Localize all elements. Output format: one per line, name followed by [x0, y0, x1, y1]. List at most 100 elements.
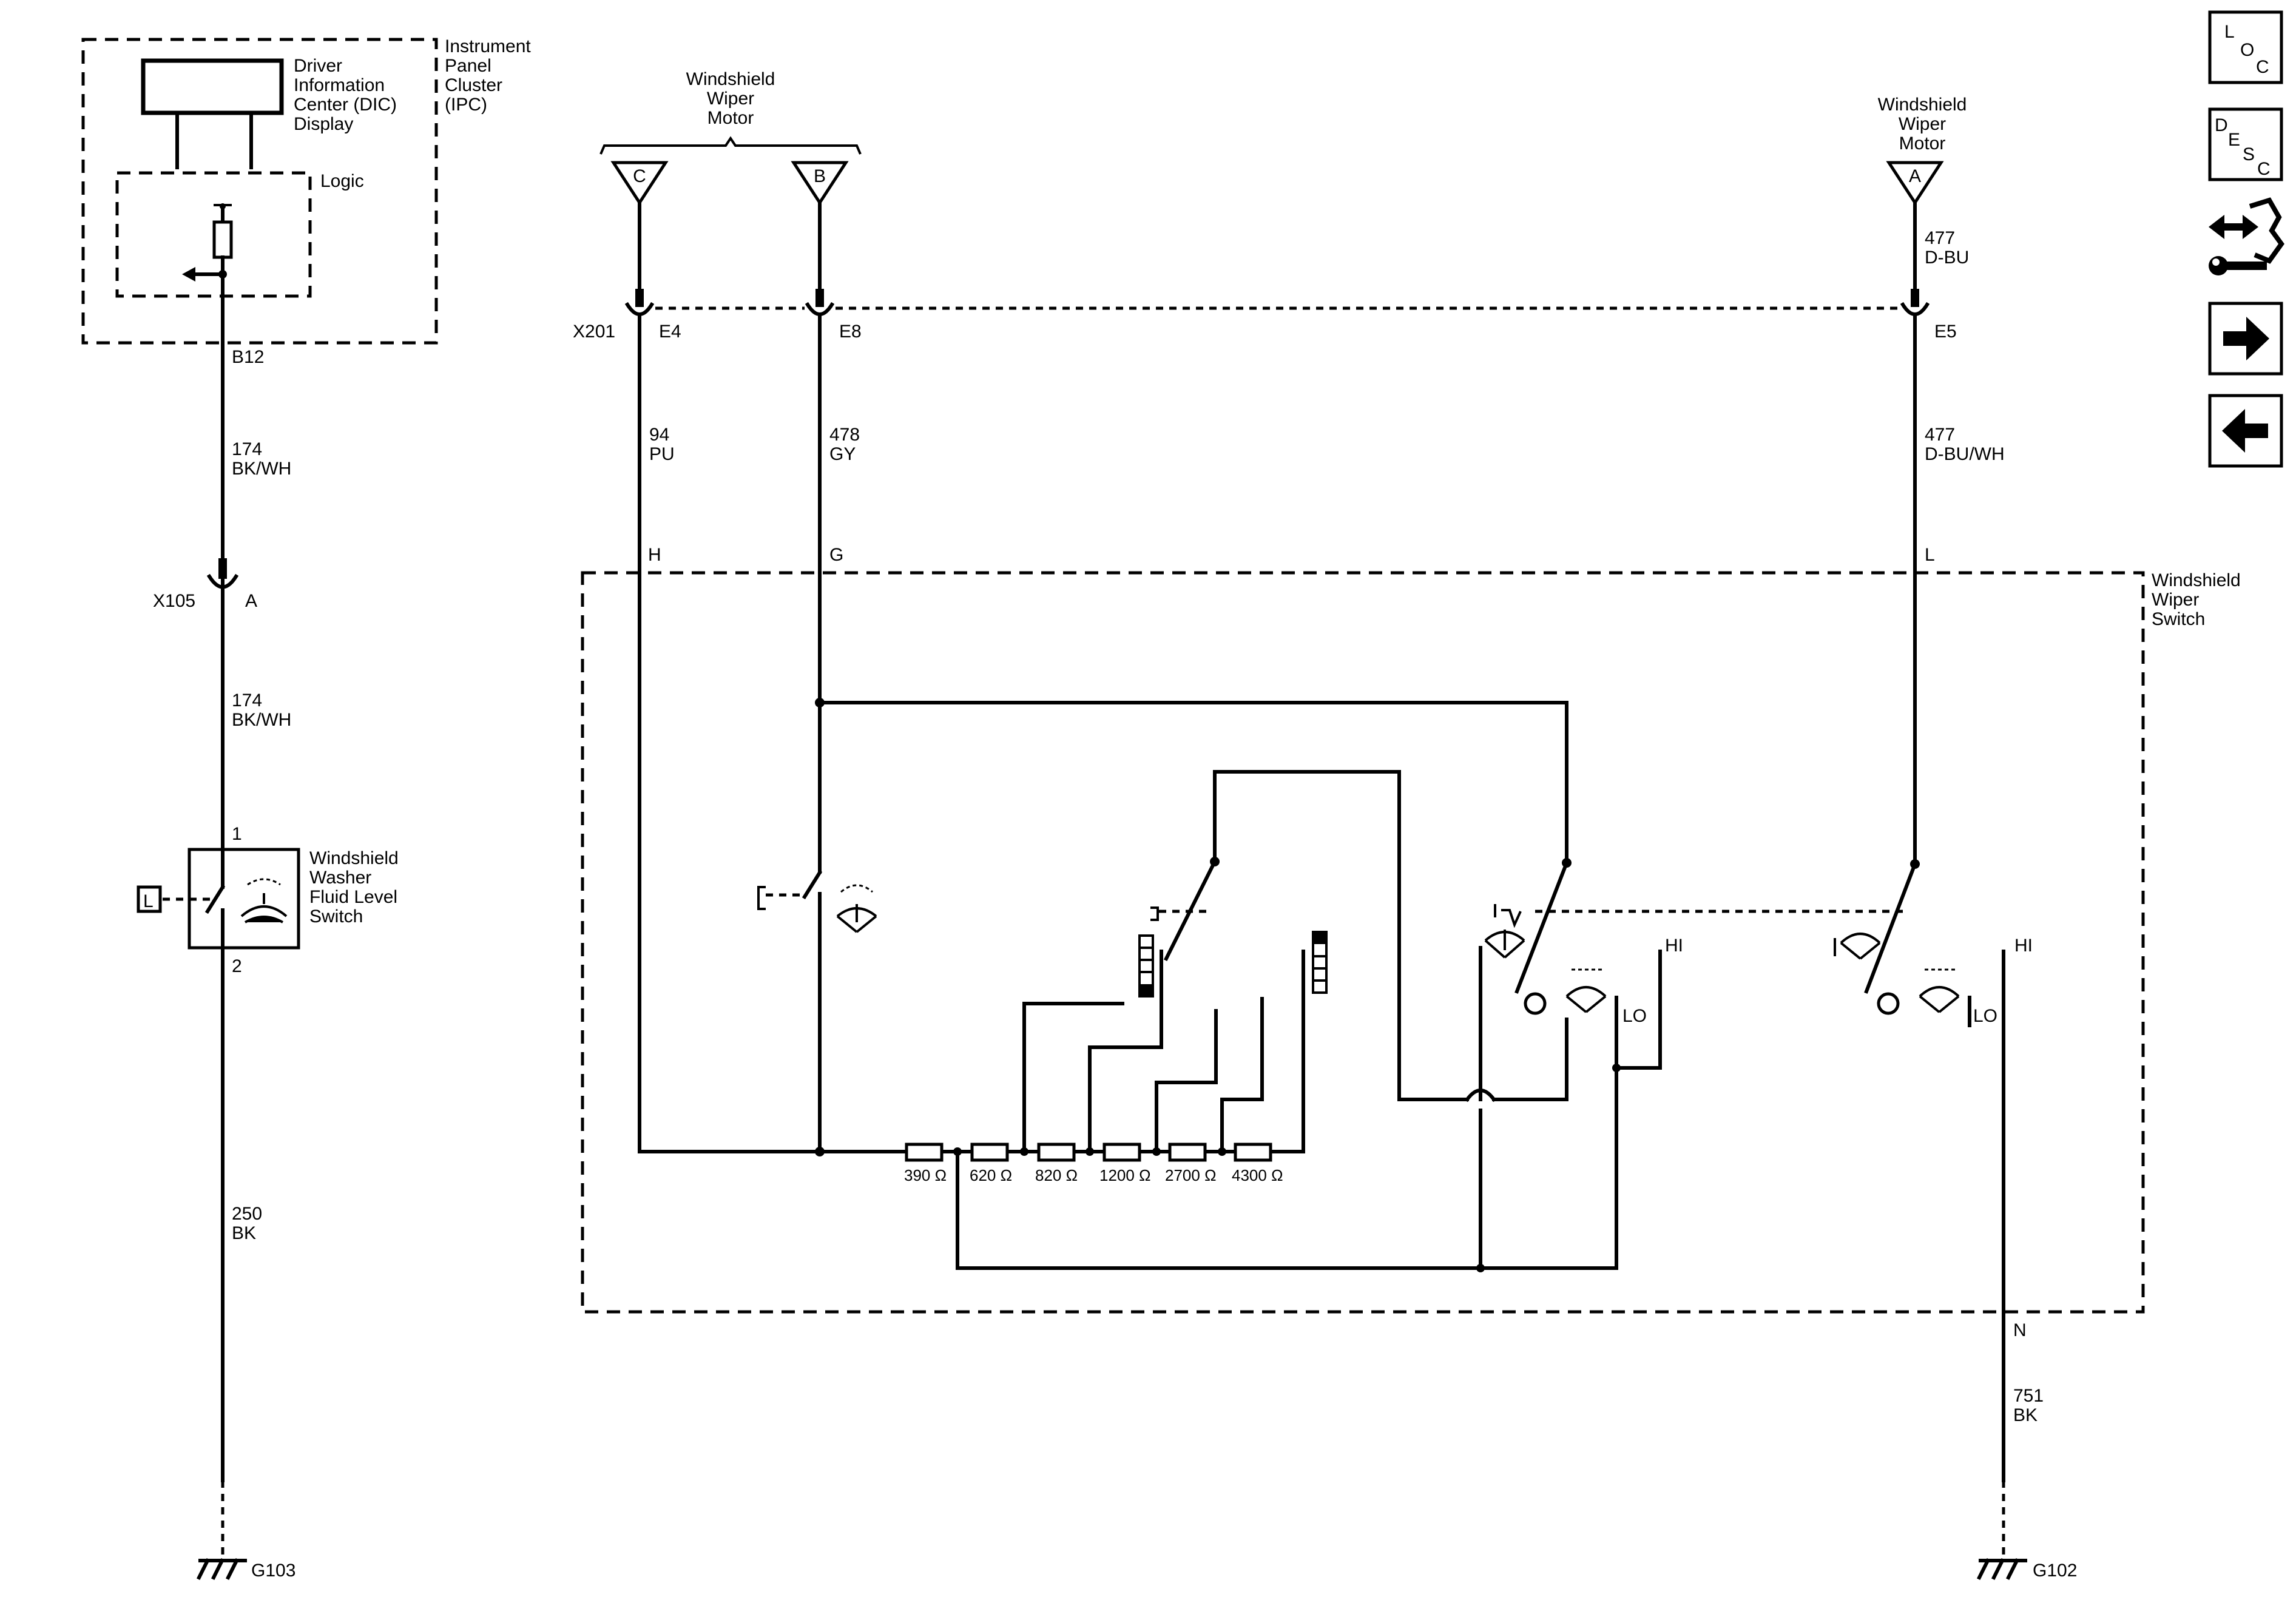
motor-a-label-3: Motor: [1899, 133, 1946, 154]
x201-label: X201: [573, 322, 615, 342]
motor-cb-label-3: Motor: [707, 108, 754, 128]
motor-pin-a: A: [1909, 166, 1921, 186]
switch-pin-g: G: [829, 545, 843, 565]
resistor-6-label: 4300 Ω: [1232, 1166, 1283, 1184]
resistor-4-label: 1200 Ω: [1099, 1166, 1151, 1184]
washer-label-3: Fluid Level: [309, 887, 397, 907]
washer-label-2: Washer: [309, 868, 371, 888]
washer-spray-icon: [836, 884, 877, 933]
dic-display-box: [141, 58, 284, 115]
resistor-5-label: 2700 Ω: [1165, 1166, 1217, 1184]
desc-letter-c: C: [2257, 159, 2271, 179]
wire-751-circuit: 751: [2013, 1386, 2044, 1406]
resistor-2-label: 620 Ω: [970, 1166, 1012, 1184]
ipc-boundary: [81, 38, 438, 345]
ground-g102-label: G102: [2033, 1561, 2077, 1581]
wiper-park-icon: [1834, 933, 1881, 960]
desc-letter-e: E: [2228, 130, 2240, 150]
washer-pin-1: 1: [232, 824, 242, 844]
wire-477a-color: D-BU: [1925, 248, 1969, 268]
wiper-switch-label-1: Windshield: [2152, 570, 2241, 590]
resistor-ladder: [905, 1143, 1305, 1162]
wire-94-color: PU: [649, 444, 675, 464]
dic-label-3: Center (DIC): [294, 95, 397, 115]
wire-250-color: BK: [232, 1223, 256, 1243]
ipc-label-3: Cluster: [445, 75, 502, 95]
logic-boundary: [115, 171, 312, 298]
motor-connector-c: [610, 161, 669, 206]
loc-letter-c: C: [2256, 57, 2269, 77]
motor-pin-b: B: [814, 166, 826, 186]
wiper-switch-boundary: [581, 571, 2145, 1314]
motor-a-label-1: Windshield: [1878, 95, 1967, 115]
wire-174b-color: BK/WH: [232, 710, 291, 730]
wire-174a-color: BK/WH: [232, 459, 291, 479]
loc-letter-o: O: [2240, 40, 2254, 60]
wire-174b-circuit: 174: [232, 690, 262, 711]
next-button[interactable]: [2208, 302, 2283, 376]
switch-pin-l: L: [1925, 545, 1935, 565]
desc-letter-s: S: [2243, 144, 2255, 164]
wire-174a-circuit: 174: [232, 439, 262, 459]
wire-477b-circuit: 477: [1925, 425, 1955, 445]
x201-pin-e5: E5: [1934, 322, 1957, 342]
wire-250-circuit: 250: [232, 1204, 262, 1224]
ipc-label-1: Instrument: [445, 36, 531, 56]
wiper-low-icon: [1565, 968, 1607, 1013]
wire-477b-color: D-BU/WH: [1925, 444, 2005, 464]
ground-g103-icon: [196, 1558, 247, 1581]
arrow-right-icon: [2223, 317, 2269, 360]
wiper-low-icon-2: [1919, 968, 1960, 1013]
wire-94-circuit: 94: [649, 425, 669, 445]
switch1-hi-label: HI: [1665, 936, 1683, 956]
ipc-label-4: (IPC): [445, 95, 487, 115]
ipc-b12-terminal: B12: [232, 347, 264, 367]
dic-label-4: Display: [294, 114, 353, 134]
switch-pin-n: N: [2013, 1320, 2027, 1340]
desc-button[interactable]: D E S C: [2208, 107, 2283, 181]
dic-label-1: Driver: [294, 56, 342, 76]
wire-477a-circuit: 477: [1925, 228, 1955, 248]
wire-478-color: GY: [829, 444, 856, 464]
fluid-level-indicator-letter: L: [143, 891, 154, 911]
motor-a-label-2: Wiper: [1899, 114, 1946, 134]
ipc-label-2: Panel: [445, 56, 491, 76]
delay-indicator-icon: [1138, 934, 1154, 998]
wiper-switch-label-3: Switch: [2152, 609, 2205, 629]
washer-fluid-gauge-icon: [240, 878, 288, 923]
washer-pin-2: 2: [232, 956, 242, 976]
motor-pin-c: C: [633, 166, 646, 186]
washer-label-4: Switch: [309, 906, 363, 927]
logic-label: Logic: [320, 171, 364, 191]
fluid-level-indicator-icon: [137, 885, 162, 913]
switch2-hi-label: HI: [2014, 936, 2033, 956]
loc-button[interactable]: L O C: [2208, 10, 2283, 84]
x105-label: X105: [153, 591, 195, 611]
washer-label-1: Windshield: [309, 848, 399, 868]
motor-cb-label-2: Wiper: [707, 89, 754, 109]
x201-pin-e4: E4: [659, 322, 681, 342]
motor-connector-b: [791, 161, 849, 206]
switch1-lo-label: LO: [1622, 1006, 1647, 1026]
switch2-lo-label: LO: [1973, 1006, 1997, 1026]
motor-cb-label-1: Windshield: [686, 69, 775, 89]
resistor-3-label: 820 Ω: [1035, 1166, 1078, 1184]
connector-repair-icon[interactable]: [2209, 197, 2284, 275]
arrow-left-icon: [2222, 409, 2268, 453]
switch-pin-h: H: [648, 545, 661, 565]
loc-letter-l: L: [2224, 22, 2235, 42]
previous-button[interactable]: [2208, 394, 2283, 468]
wiper-interval-icon: [1484, 930, 1525, 959]
x201-pin-e8: E8: [839, 322, 862, 342]
desc-letter-d: D: [2215, 115, 2228, 135]
resistor-1-label: 390 Ω: [904, 1166, 947, 1184]
dic-label-2: Information: [294, 75, 385, 95]
wiper-switch-label-2: Wiper: [2152, 590, 2199, 610]
x105-pin-a: A: [245, 591, 257, 611]
ground-g102-icon: [1976, 1558, 2027, 1581]
wire-751-color: BK: [2013, 1405, 2038, 1425]
delay-indicator-icon-2: [1312, 931, 1328, 994]
ground-g103-label: G103: [251, 1561, 295, 1581]
wire-478-circuit: 478: [829, 425, 860, 445]
